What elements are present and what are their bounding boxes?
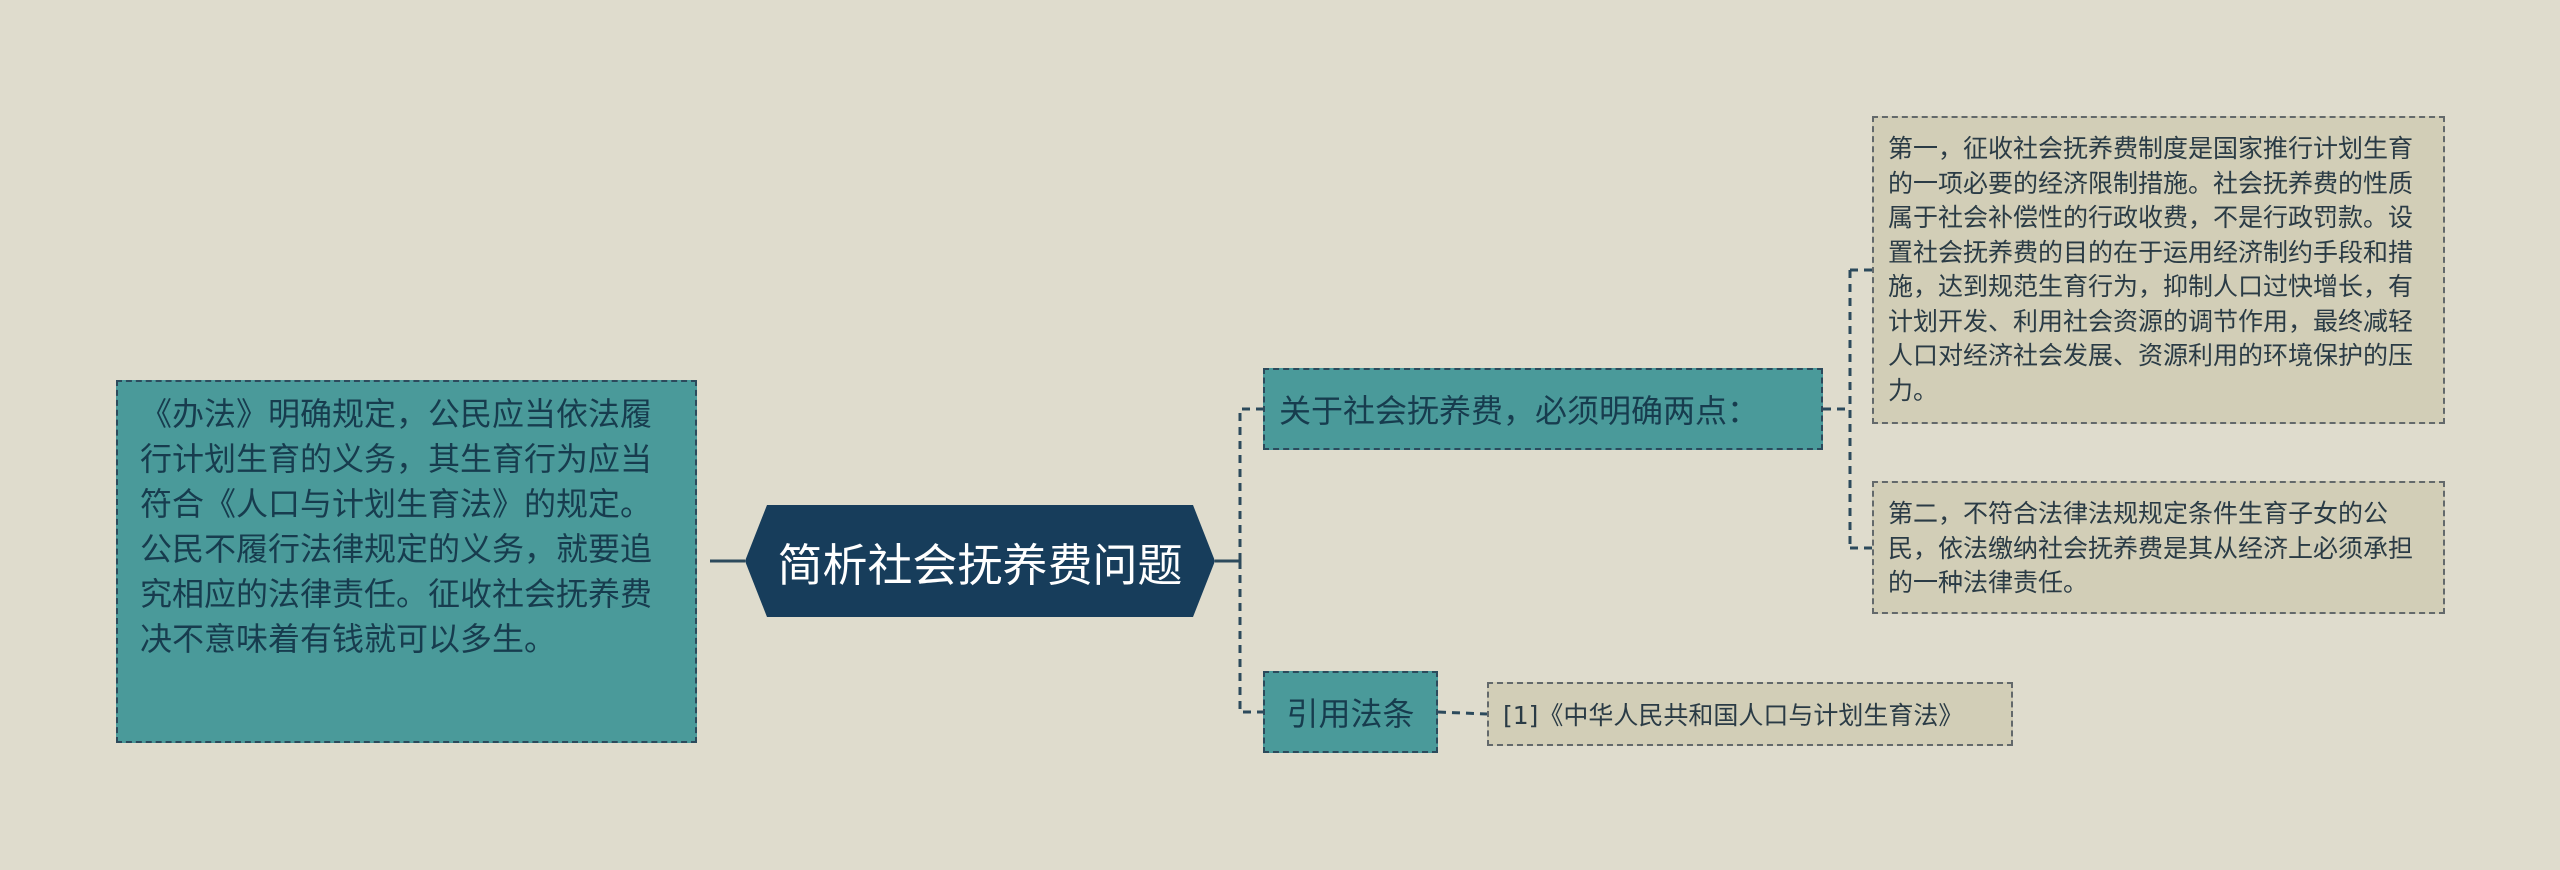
- connector-branch2-to-leaf: [1437, 710, 1488, 716]
- central-topic-node[interactable]: 简析社会抚养费问题: [745, 505, 1215, 617]
- leaf-node-point-one[interactable]: 第一，征收社会抚养费制度是国家推行计划生育的一项必要的经济限制措施。社会抚养费的…: [1872, 116, 2445, 424]
- connector-branch1-to-leaves: [1823, 268, 1872, 550]
- left-note-node[interactable]: 《办法》明确规定，公民应当依法履行计划生育的义务，其生育行为应当符合《人口与计划…: [116, 380, 697, 743]
- branch-node-key-points[interactable]: 关于社会抚养费，必须明确两点：: [1263, 368, 1823, 450]
- connector-central-to-branches: [1238, 407, 1263, 714]
- leaf-node-point-two[interactable]: 第二，不符合法律法规规定条件生育子女的公民，依法缴纳社会抚养费是其从经济上必须承…: [1872, 481, 2445, 614]
- branch-node-cited-law[interactable]: 引用法条: [1263, 671, 1438, 753]
- leaf-node-law-citation[interactable]: [1]《中华人民共和国人口与计划生育法》: [1487, 682, 2013, 746]
